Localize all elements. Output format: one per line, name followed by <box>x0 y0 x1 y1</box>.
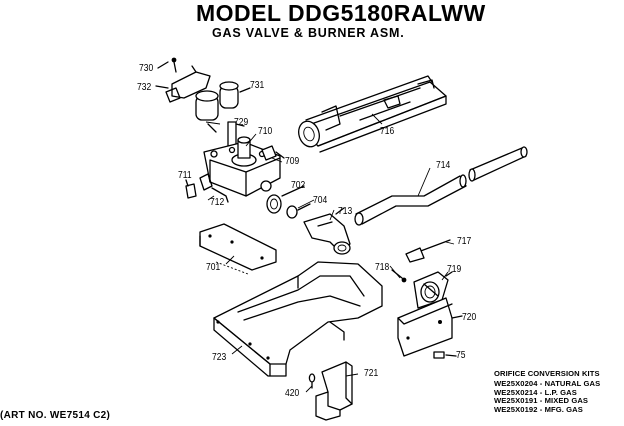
part-label-731: 731 <box>250 80 265 91</box>
diagram-title: MODEL DDG5180RALWW <box>196 0 486 26</box>
fitting-704 <box>286 203 311 219</box>
part-label-719: 719 <box>447 264 462 275</box>
orifice-kit-item: WE25X0191 - MIXED GAS <box>494 396 589 406</box>
pin-420 <box>308 373 316 389</box>
part-label-713: 713 <box>338 206 353 217</box>
part-label-701: 701 <box>206 262 221 273</box>
art-number: (ART NO. WE7514 C2) <box>0 410 111 421</box>
part-label-420: 420 <box>285 388 300 399</box>
igniter-719 <box>413 271 453 309</box>
burner-716 <box>298 75 447 153</box>
coils-731 <box>195 81 251 133</box>
elbow-713 <box>303 207 351 255</box>
part-label-732: 732 <box>137 82 152 93</box>
part-label-704: 704 <box>313 195 328 206</box>
orifice-kits-heading: ORIFICE CONVERSION KITS <box>494 369 600 378</box>
plate-720 <box>397 297 463 357</box>
fitting-709 <box>261 145 285 161</box>
orifice-kits-list: ORIFICE CONVERSION KITS WE25X0204 - NATU… <box>494 369 601 415</box>
orifice-kit-item: WE25X0192 - MFG. GAS <box>494 405 583 415</box>
part-label-716: 716 <box>380 126 395 137</box>
part-label-710: 710 <box>258 126 273 137</box>
orifice-kit-item: WE25X0214 - L.P. GAS <box>494 387 577 397</box>
shield-721 <box>315 361 353 421</box>
part-label-729: 729 <box>234 117 249 128</box>
pipe-714 <box>354 174 467 226</box>
part-label-714: 714 <box>436 160 451 171</box>
screw-711 <box>185 179 197 199</box>
orifice-kit-item: WE25X0204 - NATURAL GAS <box>494 378 601 388</box>
plate-701 <box>199 223 277 275</box>
screw-75 <box>433 351 457 359</box>
part-label-723: 723 <box>212 352 227 363</box>
part-label-702: 702 <box>291 180 306 191</box>
part-718 <box>391 269 407 283</box>
part-label-717: 717 <box>457 236 472 247</box>
bracket-723 <box>213 261 383 377</box>
leader-lines <box>205 113 455 393</box>
valve-body-712 <box>199 136 281 203</box>
bracket-732 <box>155 57 211 103</box>
tube-upper-right <box>468 146 528 182</box>
part-label-709: 709 <box>285 156 300 167</box>
part-label-718: 718 <box>375 262 390 273</box>
part-label-75: 75 <box>456 350 466 361</box>
diagram-subtitle: GAS VALVE & BURNER ASM. <box>212 26 405 40</box>
part-label-711: 711 <box>178 170 192 181</box>
nut-702 <box>266 185 305 214</box>
part-label-712: 712 <box>210 197 225 208</box>
part-label-730: 730 <box>139 63 154 74</box>
pin-717 <box>405 239 451 263</box>
part-label-720: 720 <box>462 312 477 323</box>
part-label-721: 721 <box>364 368 379 379</box>
